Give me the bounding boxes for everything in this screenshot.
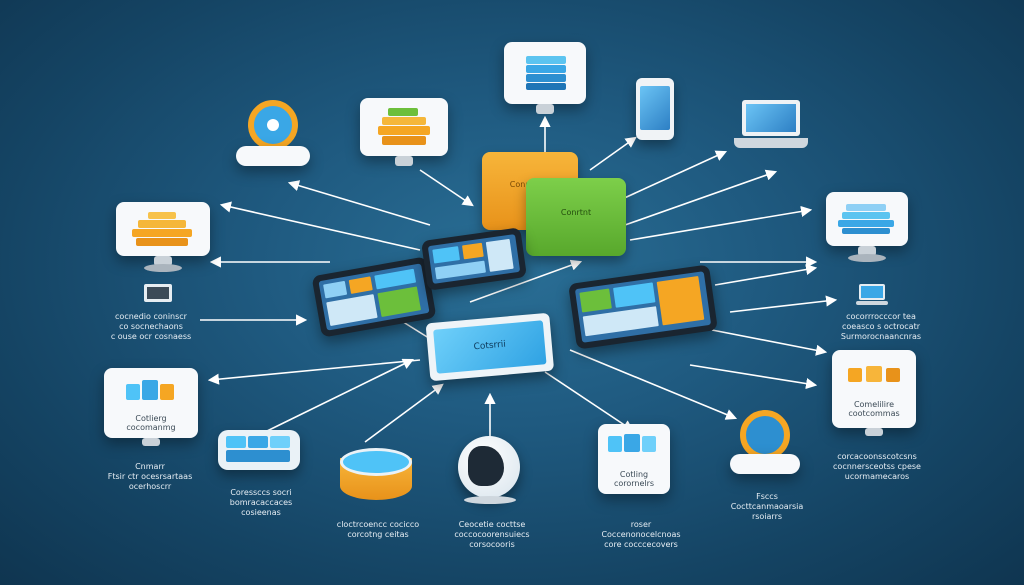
disc-icon — [740, 410, 790, 460]
node-right-storage[interactable] — [826, 192, 908, 264]
arrow-line — [544, 371, 634, 432]
caption-right-lower: corcacoonsscotcsns cocnnersceotss cpese … — [833, 452, 921, 481]
node-right-caching[interactable]: Comelilire cootcommas — [832, 350, 916, 442]
node-upper-left-storage[interactable] — [360, 98, 448, 170]
arrow-line — [589, 136, 637, 171]
arrow-line — [624, 169, 778, 226]
card-label: Cotlierg cocomanmg — [126, 414, 176, 432]
caption-bottom-1: Coressccs socri bomracaccaces cosieenas — [229, 488, 293, 517]
hub-box-green: Conrtnt — [526, 178, 626, 256]
node-bottom-caching[interactable]: Cotling corornelrs — [598, 424, 670, 502]
card-label: Cotling corornelrs — [613, 470, 655, 488]
caption-bottom-right: Fsccs Cocttcanmaoarsia rsoiarrs — [730, 492, 804, 521]
node-top-server[interactable] — [504, 42, 586, 122]
stack-icon — [132, 212, 192, 246]
tablet-screen — [318, 263, 430, 331]
laptop-base — [856, 301, 888, 305]
node-left-storage[interactable] — [116, 202, 210, 272]
stack-icon — [838, 204, 894, 234]
laptop-display — [861, 286, 883, 298]
card-stand — [536, 104, 554, 114]
drive-base — [730, 454, 800, 474]
stack-icon — [526, 56, 566, 90]
central-hub[interactable]: Conrtrt Conrtnt — [482, 152, 628, 258]
arrow-line — [469, 259, 583, 303]
stack-icon — [378, 108, 430, 146]
card-stand — [142, 438, 160, 446]
node-card — [832, 350, 916, 428]
node-card — [504, 42, 586, 104]
arrow-line — [264, 358, 415, 433]
arrow-line — [219, 201, 421, 251]
cube-icon — [608, 434, 658, 456]
node-card — [826, 192, 908, 246]
node-card — [104, 368, 198, 438]
node-right-laptop-small[interactable] — [856, 284, 890, 308]
node-left-monitor[interactable] — [144, 284, 174, 306]
card-stand — [154, 256, 172, 266]
card-stand-base — [848, 254, 886, 262]
laptop-base — [734, 138, 808, 148]
tablet-screen — [574, 271, 712, 343]
caption-bottom-2: cloctrcoencc cocicco corcotng ceitas — [336, 520, 420, 539]
center-screen[interactable]: Cotsrrii — [425, 312, 555, 386]
node-database-cylinder[interactable] — [340, 448, 414, 506]
node-bottom-left-storage[interactable] — [218, 430, 302, 480]
arrow-line — [619, 150, 728, 201]
arrow-line — [629, 205, 813, 241]
laptop-display — [746, 104, 796, 132]
arrow-line — [714, 263, 818, 286]
arrow-line — [711, 329, 828, 356]
arrow-line — [207, 359, 421, 385]
card-stand — [865, 428, 883, 436]
hub-orange-label: Conrtrt — [509, 180, 539, 189]
drive-base — [236, 146, 310, 166]
node-disc-drive[interactable] — [236, 100, 310, 172]
tablet-screen — [427, 234, 521, 284]
caption-bottom-3: Ceocetie cocttse coccocoorensuiecs corso… — [454, 520, 530, 549]
stack-icon — [226, 436, 292, 464]
node-disc-right[interactable] — [730, 410, 802, 478]
arrow-line — [287, 180, 431, 226]
caption-left-upper: cocnedio coninscr co socnechaons c ouse … — [110, 312, 192, 341]
node-smartphone[interactable] — [632, 78, 682, 148]
arrow-line — [419, 169, 474, 207]
globe-stand — [464, 496, 516, 504]
caption-left-lower: Cnmarr Ftsir ctr ocesrsartaas ocerhoscrr — [107, 462, 193, 491]
node-laptop-top[interactable] — [734, 100, 810, 155]
monitor-screen — [147, 287, 169, 299]
phone-screen — [640, 86, 670, 130]
node-left-caching[interactable]: Cotlierg cocomanmg — [104, 368, 198, 452]
arrow-line — [689, 364, 818, 390]
cube-icon — [848, 366, 902, 384]
card-label: Comelilire cootcommas — [848, 400, 900, 418]
cylinder-top — [340, 448, 412, 476]
globe-landmass — [468, 446, 504, 486]
arrow-line — [569, 349, 738, 420]
cube-icon — [126, 380, 178, 404]
arrow-line — [729, 295, 838, 313]
arrow-line — [364, 383, 444, 443]
caption-bottom-4: roser Coccenonocelcnoas core cocccecover… — [601, 520, 681, 549]
card-stand — [395, 156, 413, 166]
disc-center — [267, 119, 279, 131]
caption-right-upper: cocorrrocccor tea coeasco s octrocatr Su… — [840, 312, 922, 341]
card-stand-base — [144, 264, 182, 272]
node-globe[interactable] — [454, 436, 526, 506]
hub-green-label: Conrtnt — [560, 208, 592, 217]
card-stand — [858, 246, 876, 256]
